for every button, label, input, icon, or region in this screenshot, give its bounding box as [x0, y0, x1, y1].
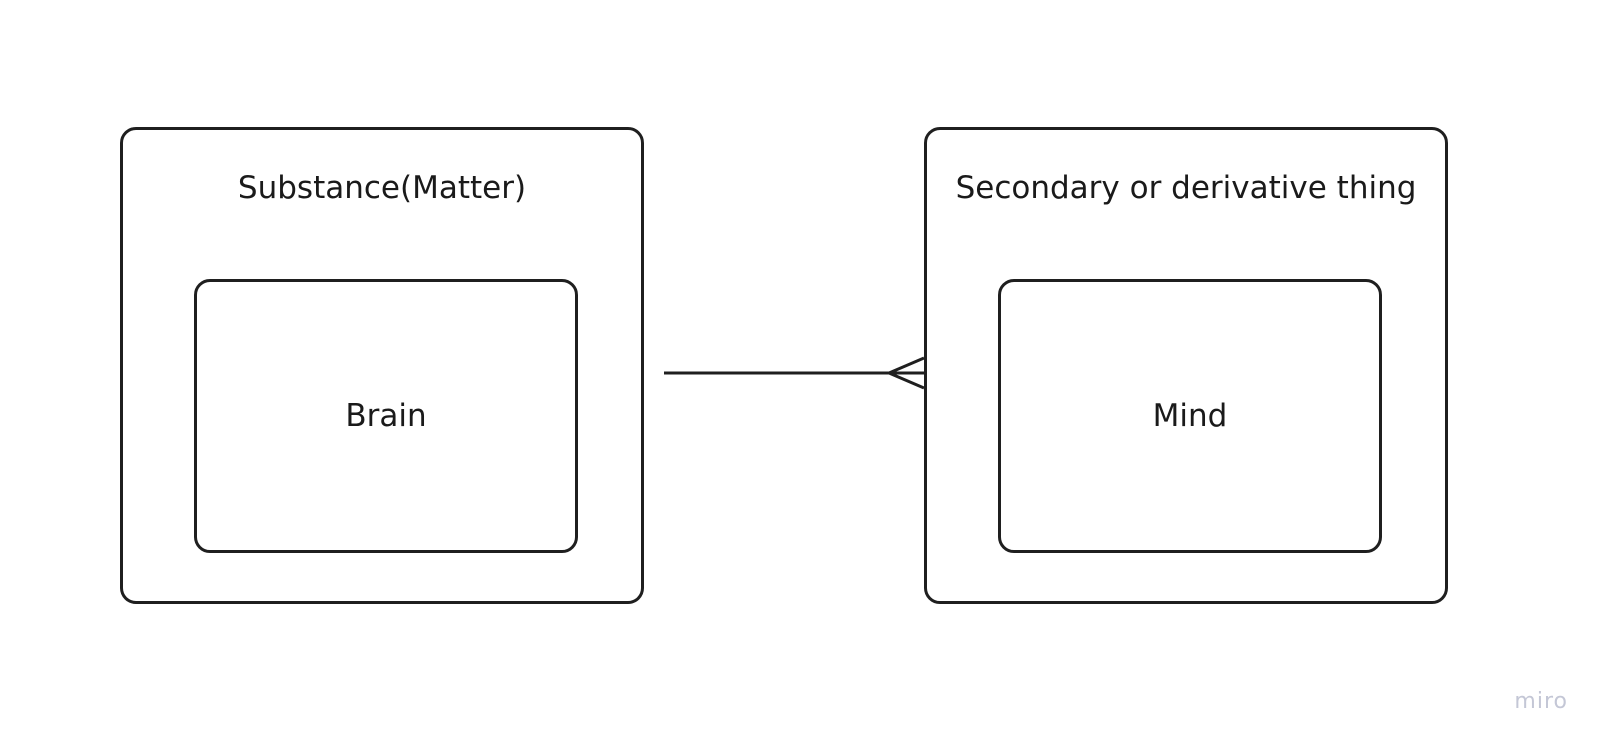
substance-container[interactable]: Substance(Matter) Brain: [120, 127, 644, 604]
mind-box[interactable]: Mind: [998, 279, 1382, 553]
miro-watermark: miro: [1514, 689, 1568, 714]
brain-box[interactable]: Brain: [194, 279, 578, 553]
substance-title: Substance(Matter): [237, 170, 527, 206]
secondary-thing-title: Secondary or derivative thing: [955, 170, 1417, 206]
brain-label: Brain: [345, 398, 427, 434]
secondary-thing-container[interactable]: Secondary or derivative thing Mind: [924, 127, 1448, 604]
crows-foot-icon: [885, 356, 925, 390]
mind-label: Mind: [1152, 398, 1228, 434]
